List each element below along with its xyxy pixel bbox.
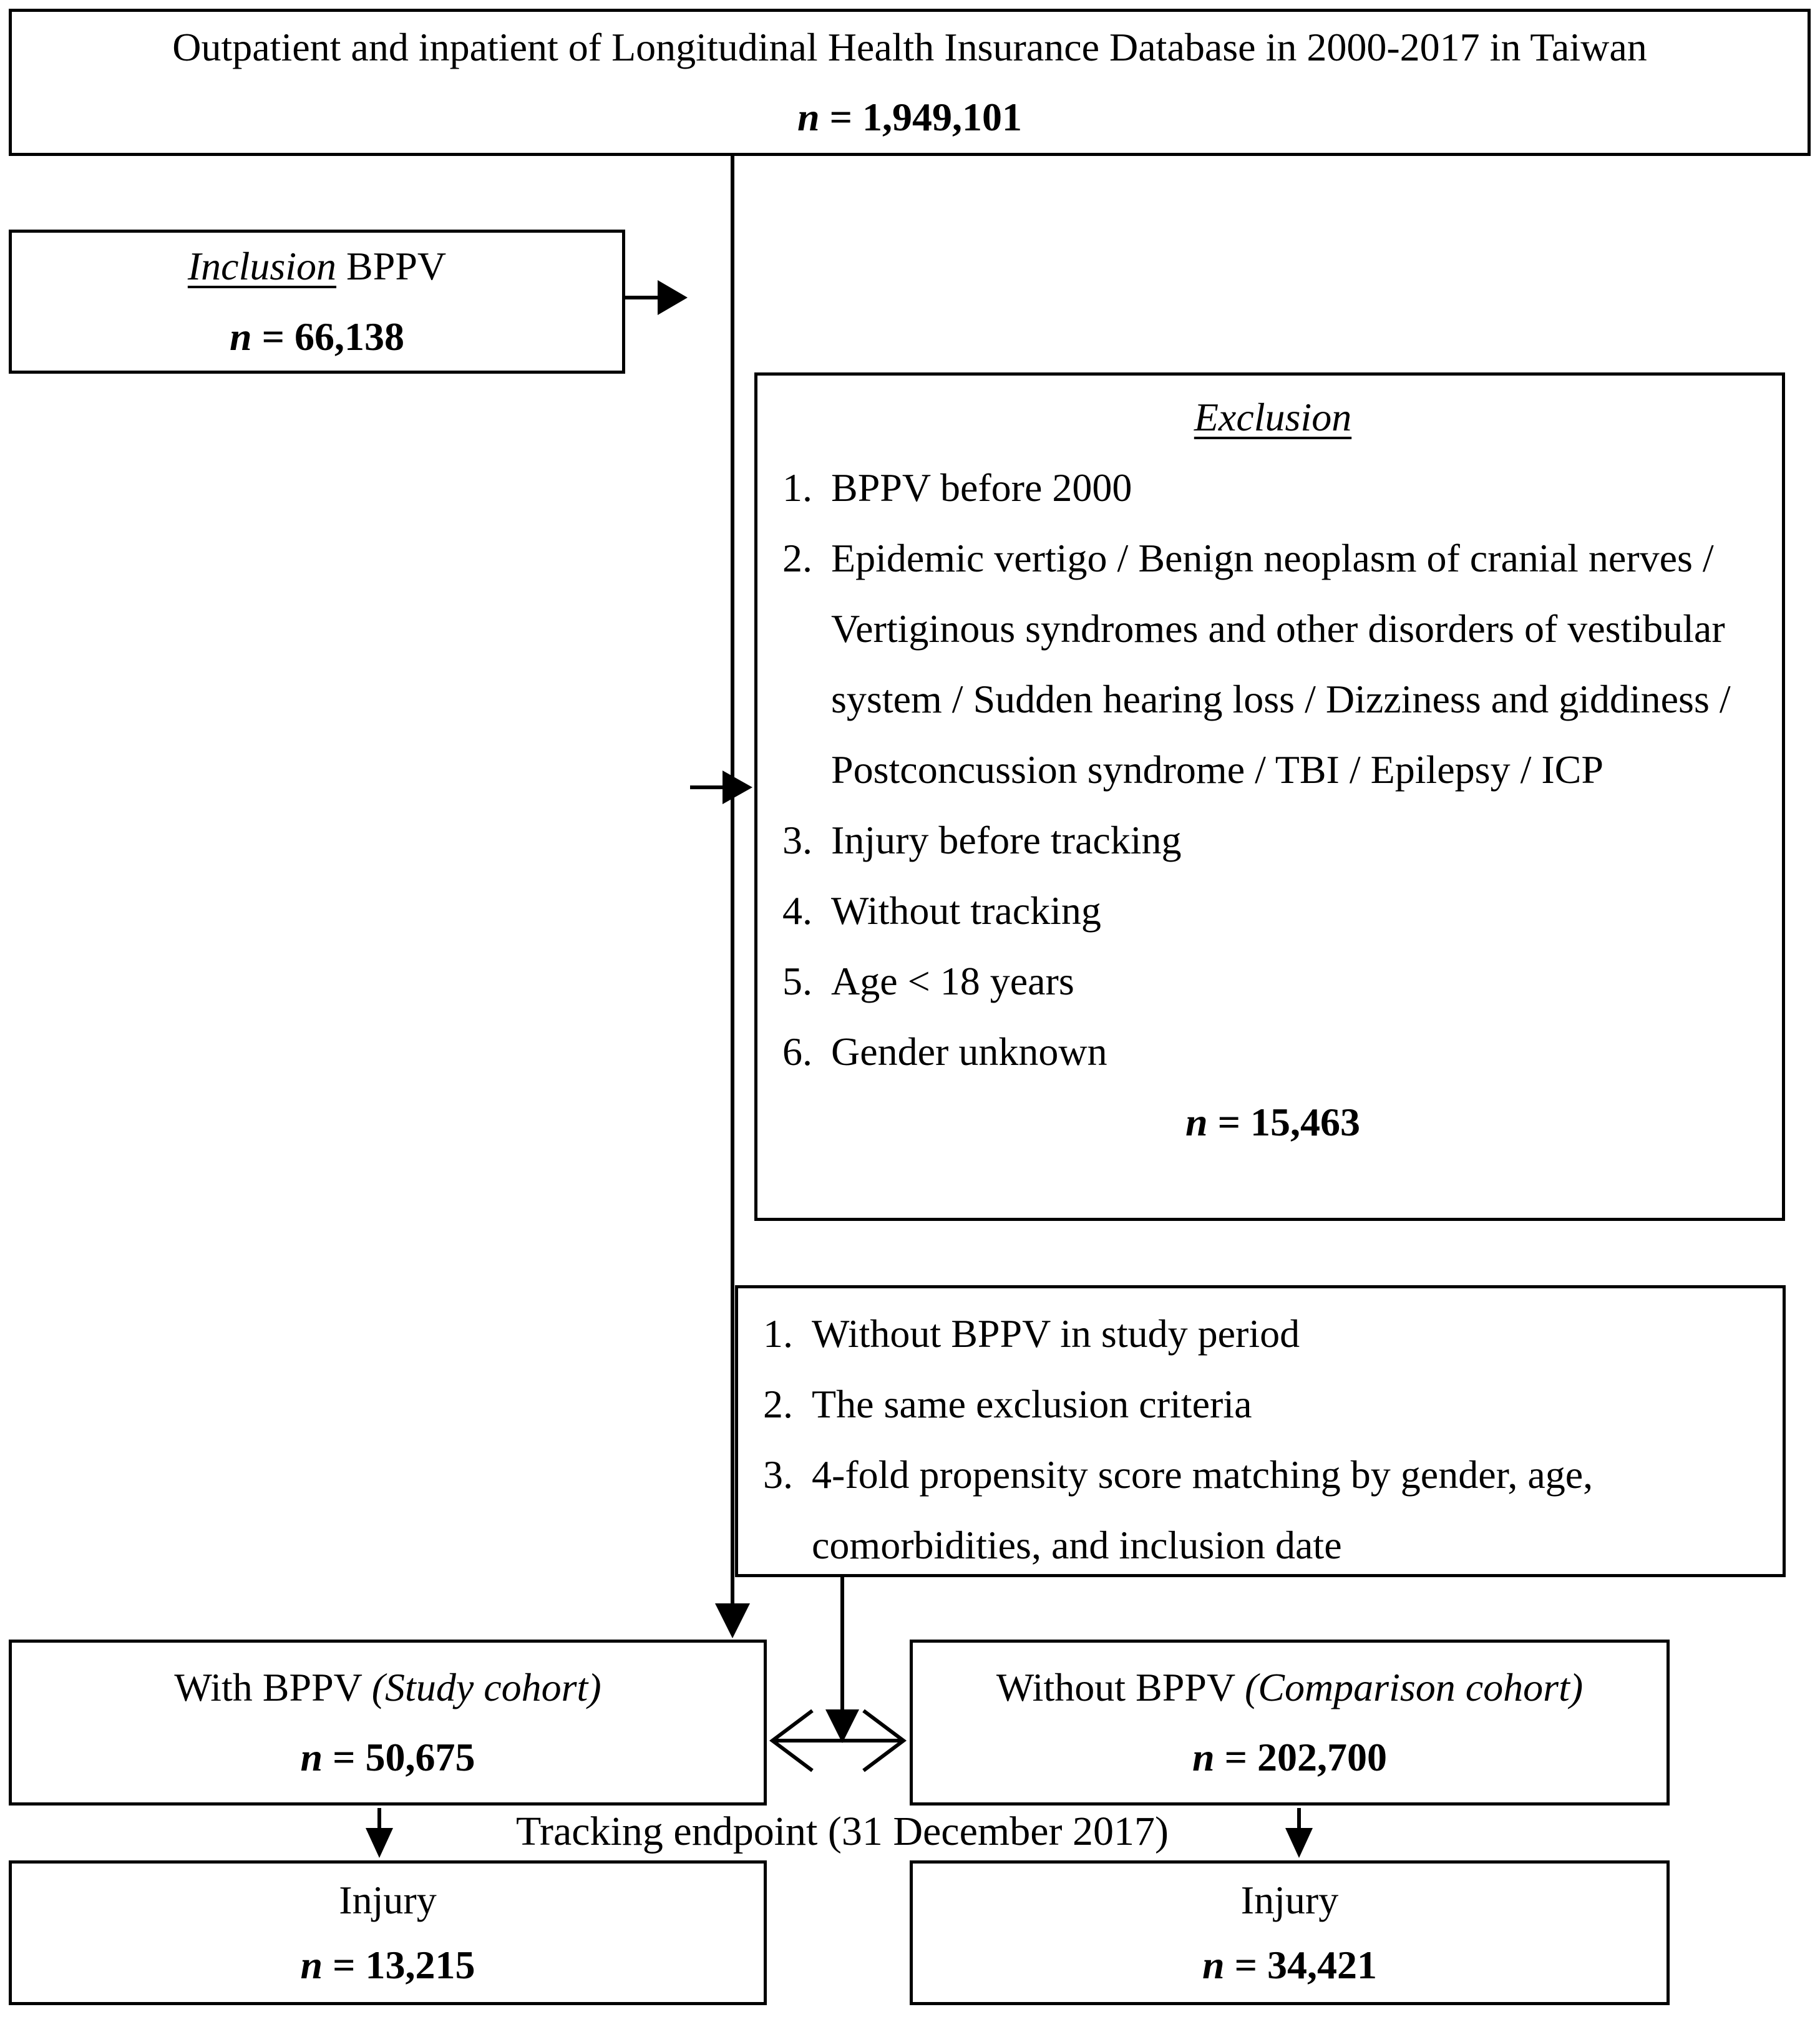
n-symbol: n (1185, 1100, 1208, 1144)
matching-criteria-box: 1. Without BPPV in study period 2. The s… (735, 1285, 1786, 1577)
n-symbol: n (300, 1735, 323, 1779)
inclusion-title-rest: BPPV (336, 244, 447, 289)
comparison-cohort-label: Without BPPV (Comparison cohort) (996, 1665, 1584, 1709)
exclusion-title: Exclusion (1194, 395, 1352, 439)
source-population-count: n = 1,949,101 (797, 95, 1022, 139)
study-tracking-arrow (366, 1808, 393, 1858)
study-injury-box: Injury n = 13,215 (9, 1860, 767, 2005)
matching-item: 3. 4-fold propensity score matching by g… (763, 1452, 1594, 1567)
n-value: = 15,463 (1207, 1100, 1361, 1144)
n-value: = 34,421 (1224, 1943, 1378, 1987)
inclusion-count: n = 66,138 (229, 314, 405, 359)
inclusion-title: Inclusion BPPV (187, 244, 447, 289)
tracking-endpoint-label: Tracking endpoint (31 December 2017) (516, 1809, 1169, 1854)
matching-item: 2. The same exclusion criteria (763, 1382, 1252, 1426)
comparison-cohort-count: n = 202,700 (1192, 1735, 1388, 1779)
comparison-injury-count: n = 34,421 (1202, 1943, 1377, 1987)
n-value: = 66,138 (251, 314, 405, 359)
n-symbol: n (1192, 1735, 1215, 1779)
matching-to-double-arrow (825, 1577, 859, 1743)
exclusion-item: 2. Epidemic vertigo / Benign neoplasm of… (782, 536, 1731, 792)
n-value: = 50,675 (323, 1735, 475, 1779)
n-symbol: n (300, 1943, 323, 1987)
exclusion-item: 5. Age < 18 years (782, 959, 1074, 1003)
n-value: = 202,700 (1214, 1735, 1388, 1779)
source-population-box: Outpatient and inpatient of Longitudinal… (9, 9, 1811, 156)
study-injury-count: n = 13,215 (300, 1943, 475, 1987)
inclusion-to-line-arrow (625, 280, 688, 315)
study-cohort-count: n = 50,675 (300, 1735, 475, 1779)
exclusion-item: 6. Gender unknown (782, 1029, 1107, 1074)
exclusion-count: n = 15,463 (782, 1087, 1763, 1157)
n-symbol: n (229, 314, 252, 359)
source-population-text: Outpatient and inpatient of Longitudinal… (172, 24, 1647, 69)
n-symbol: n (797, 95, 820, 139)
exclusion-item: 3. Injury before tracking (782, 818, 1182, 862)
inclusion-box: Inclusion BPPV n = 66,138 (9, 230, 625, 374)
cohort-double-arrow (769, 1709, 907, 1772)
comparison-cohort-box: Without BPPV (Comparison cohort) n = 202… (910, 1640, 1670, 1806)
inclusion-title-underlined: Inclusion (187, 244, 337, 289)
matching-item: 1. Without BPPV in study period (763, 1311, 1300, 1356)
n-symbol: n (1202, 1943, 1225, 1987)
n-value: = 1,949,101 (819, 95, 1023, 139)
exclusion-item: 4. Without tracking (782, 888, 1101, 933)
comparison-injury-label: Injury (1240, 1877, 1339, 1922)
comparison-injury-box: Injury n = 34,421 (910, 1860, 1670, 2005)
study-cohort-label: With BPPV (Study cohort) (174, 1665, 601, 1709)
study-cohort-box: With BPPV (Study cohort) n = 50,675 (9, 1640, 767, 1806)
n-value: = 13,215 (323, 1943, 475, 1987)
exclusion-box: Exclusion 1. BPPV before 2000 2. Epidemi… (754, 372, 1785, 1221)
study-injury-label: Injury (339, 1877, 437, 1922)
line-to-exclusion-arrow (690, 770, 752, 804)
comparison-tracking-arrow (1285, 1808, 1313, 1858)
exclusion-item: 1. BPPV before 2000 (782, 465, 1132, 510)
